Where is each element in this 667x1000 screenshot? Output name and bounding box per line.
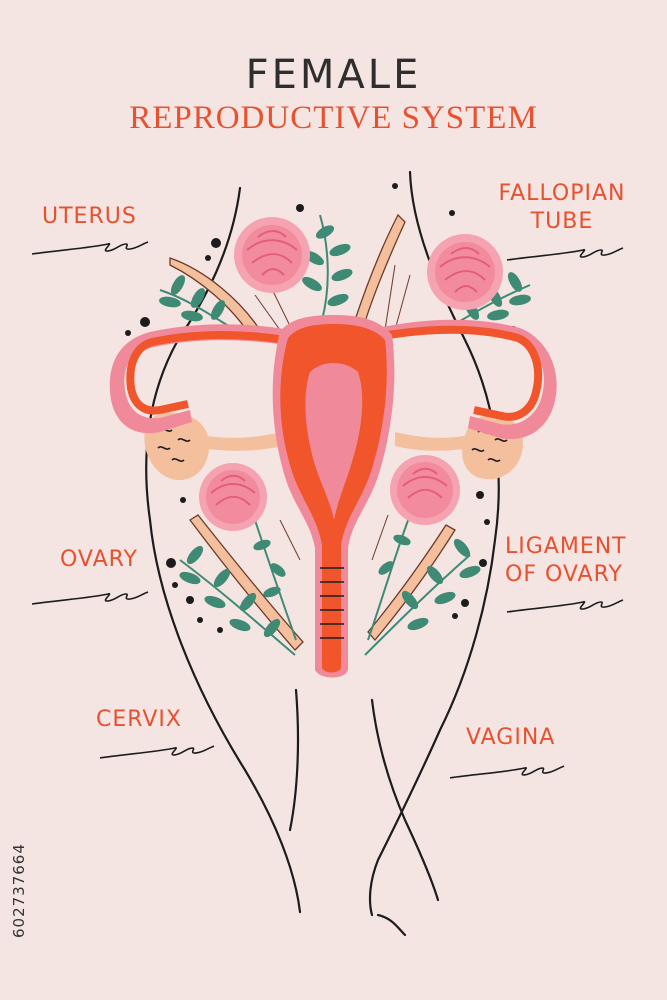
cervix-rings — [320, 567, 344, 639]
watermark-id-text: 602737664 — [10, 843, 28, 938]
branches — [169, 213, 456, 651]
label-fallopian-tube: FALLOPIAN TUBE — [482, 180, 642, 236]
label-ligament-line1: LIGAMENT — [505, 534, 627, 559]
squiggle-cervix — [99, 745, 215, 759]
body-outline — [145, 170, 500, 937]
flowers — [199, 217, 503, 531]
uterus — [272, 315, 395, 678]
label-vagina: VAGINA — [466, 725, 556, 750]
watermark-id: 602737664 — [8, 760, 32, 940]
ovary-ligaments — [200, 432, 470, 451]
squiggle-ovary — [31, 591, 149, 605]
squiggle-uterus — [31, 241, 149, 255]
title-female: FEMALE — [245, 52, 422, 98]
fallopian-tubes — [109, 319, 557, 440]
label-uterus: UTERUS — [42, 204, 137, 229]
squiggle-vagina — [449, 765, 565, 779]
label-ovary: OVARY — [60, 547, 138, 572]
label-cervix: CERVIX — [96, 707, 182, 732]
title-reproductive-system: REPRODUCTIVE SYSTEM — [129, 100, 538, 136]
label-fallopian-line1: FALLOPIAN — [498, 181, 626, 206]
squiggle-fallopian-tube — [506, 247, 624, 261]
label-ligament-line2: OF OVARY — [505, 562, 623, 587]
label-ligament-of-ovary: LIGAMENT OF OVARY — [505, 533, 627, 589]
squiggle-ligament-of-ovary — [506, 599, 624, 613]
label-fallopian-line2: TUBE — [530, 209, 594, 234]
thin-stems — [254, 264, 411, 561]
